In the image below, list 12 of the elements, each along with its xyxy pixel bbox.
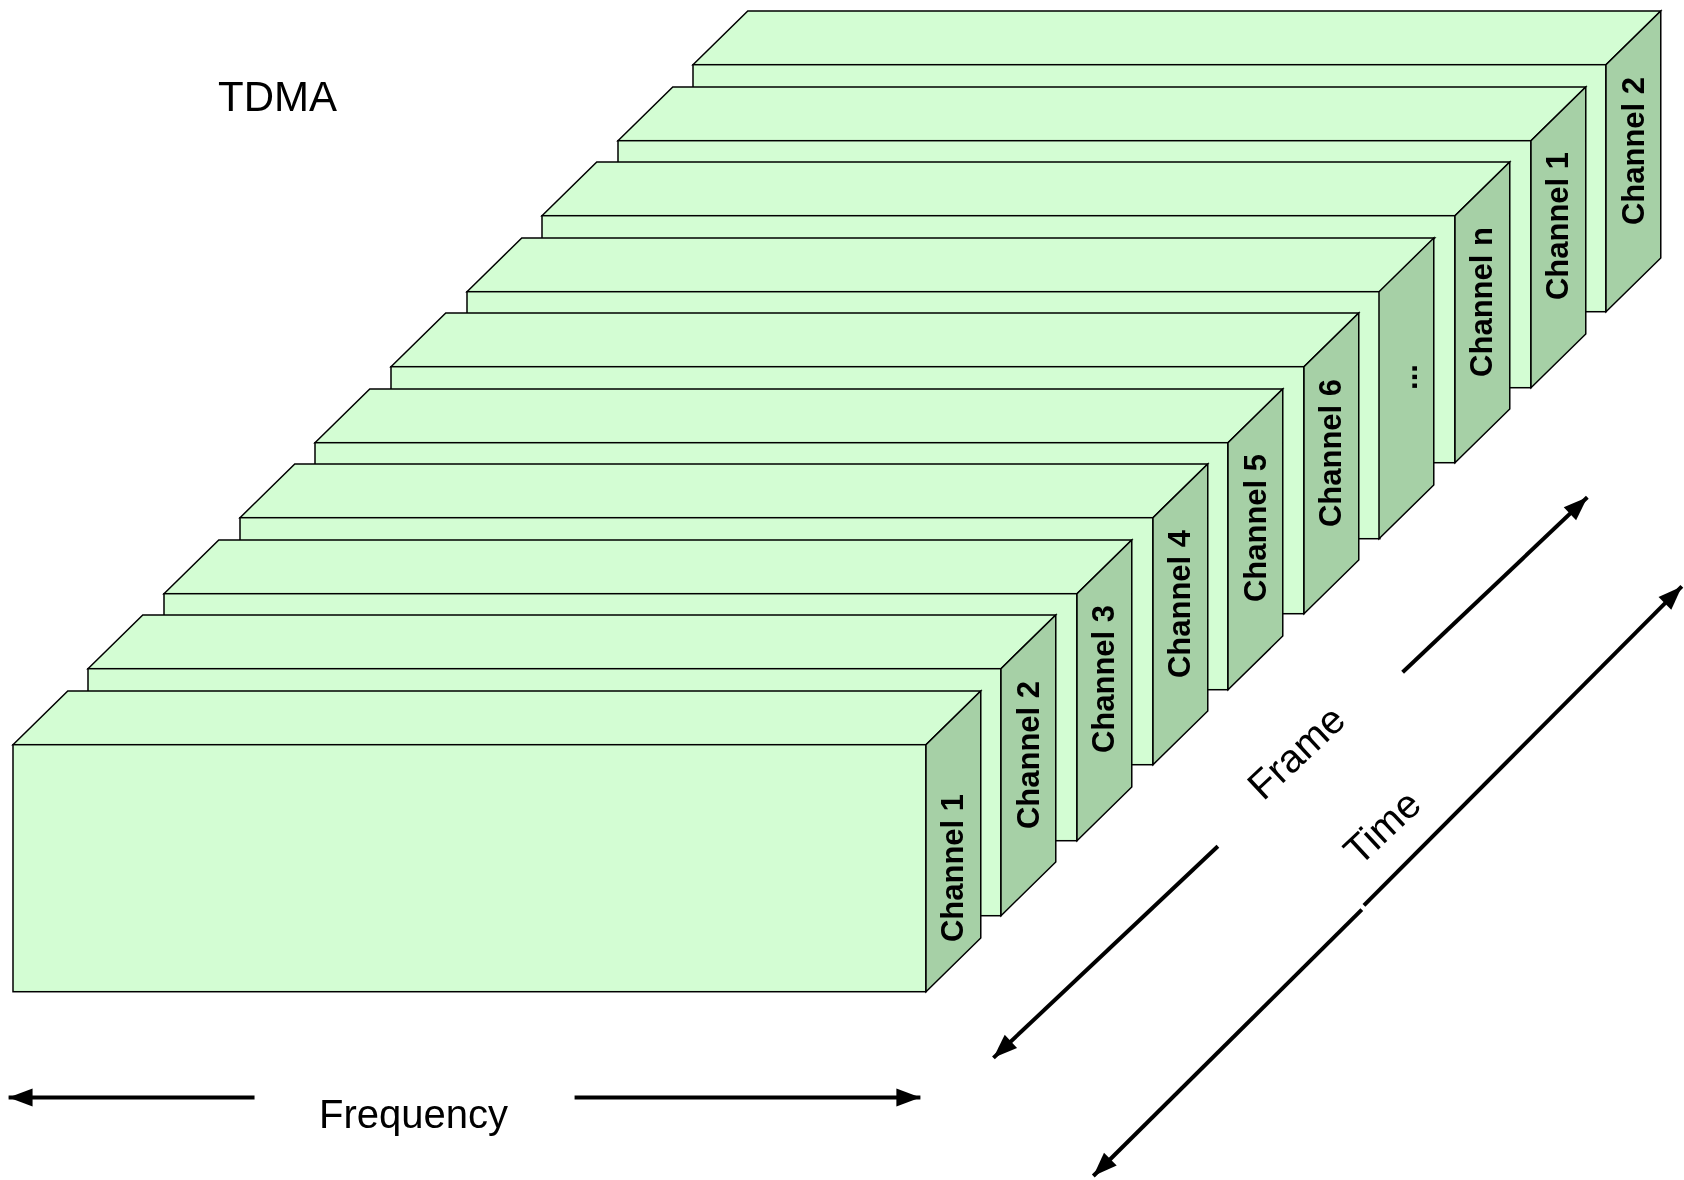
axis-label: Frequency <box>319 1091 508 1136</box>
channel-label: Channel 2 <box>1011 680 1046 829</box>
channel-label: Channel 2 <box>1616 76 1651 225</box>
diagram-title: TDMA <box>218 73 337 121</box>
channel-label: Channel 6 <box>1314 378 1349 527</box>
channel-label: Channel 1 <box>1540 152 1576 301</box>
channel-label: Channel 1 <box>936 793 971 942</box>
channel-label: ... <box>1389 364 1424 391</box>
channel-label: Channel n <box>1465 226 1500 377</box>
channel-label: Channel 3 <box>1087 605 1122 754</box>
channel-label: Channel 5 <box>1238 454 1273 603</box>
channel-label: Channel 4 <box>1162 529 1197 678</box>
